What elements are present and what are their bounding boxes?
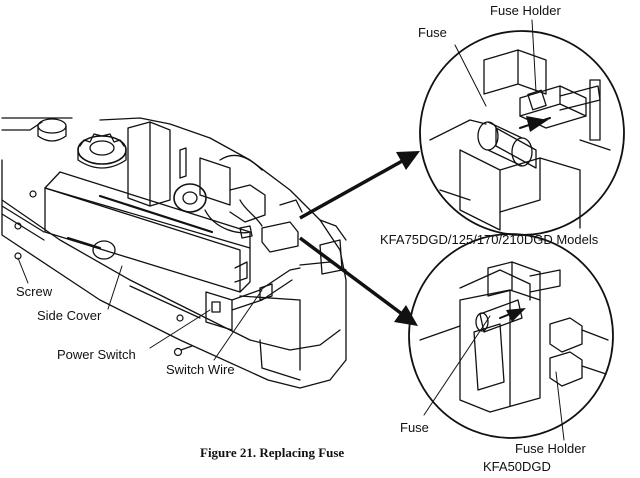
side-cover [44, 171, 251, 293]
model-label-bottom: KFA50DGD [483, 459, 551, 474]
heater-housing [1, 117, 347, 389]
bottom-detail-circle [408, 233, 614, 439]
fuse-label-bottom: Fuse [400, 420, 429, 435]
fuse-holder-label-bottom: Fuse Holder [515, 441, 586, 456]
internal-components [127, 121, 343, 275]
screw-label: Screw [16, 284, 53, 299]
fuel-cap [37, 118, 127, 169]
base-rails [1, 205, 301, 319]
pointer-arrows [298, 116, 548, 326]
switch-wire-label: Switch Wire [166, 362, 235, 377]
fuse-label-top: Fuse [418, 25, 447, 40]
screws [14, 190, 193, 357]
power-switch-label: Power Switch [57, 347, 136, 362]
models-label-top: KFA75DGD/125/170/210DGD Models [380, 232, 599, 247]
side-cover-label: Side Cover [37, 308, 102, 323]
figure-caption: Figure 21. Replacing Fuse [200, 445, 345, 460]
top-detail-circle [419, 30, 625, 236]
fuse-holder-label-top: Fuse Holder [490, 3, 561, 18]
